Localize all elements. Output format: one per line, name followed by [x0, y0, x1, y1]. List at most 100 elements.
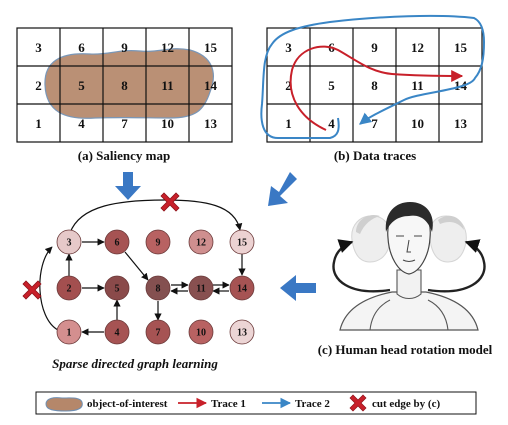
- saliency-cell-12: 12: [161, 40, 174, 55]
- legend-trace2-label: Trace 2: [295, 398, 330, 410]
- traces-cell-5: 5: [328, 78, 335, 93]
- cut-mark-top: [160, 192, 180, 212]
- rotation-arrow-left: [332, 239, 391, 293]
- graph-node-8: [145, 275, 171, 301]
- graph-node-label-14: 14: [237, 284, 247, 295]
- graph-node-label-15: 15: [237, 238, 247, 249]
- graph-node-1: [56, 319, 82, 345]
- legend-cut-icon: [349, 394, 367, 412]
- traces-cell-11: 11: [411, 78, 423, 93]
- traces-cell-12: 12: [411, 40, 424, 55]
- caption-b: (b) Data traces: [334, 148, 416, 163]
- saliency-cell-5: 5: [78, 78, 85, 93]
- graph-node-12: [188, 229, 214, 255]
- edge-6-8: [124, 251, 149, 281]
- tank-top: [369, 299, 449, 331]
- saliency-cell-2: 2: [35, 78, 42, 93]
- saliency-cell-7: 7: [121, 116, 128, 131]
- saliency-cell-13: 13: [204, 116, 218, 131]
- legend-cut-label: cut edge by (c): [372, 398, 440, 410]
- saliency-grid: [16, 27, 233, 143]
- saliency-cell-3: 3: [35, 40, 42, 55]
- graph-node-label-3: 3: [67, 238, 72, 249]
- traces-cell-15: 15: [454, 40, 468, 55]
- traces-cell-7: 7: [371, 116, 378, 131]
- saliency-cell-10: 10: [161, 116, 174, 131]
- traces-cell-8: 8: [371, 78, 378, 93]
- graph-node-10: [188, 319, 214, 345]
- graph-node-5: [104, 275, 130, 301]
- graph-node-2: [56, 275, 82, 301]
- graph-node-label-7: 7: [156, 328, 161, 339]
- graph-node-15: [229, 229, 255, 255]
- graph-node-7: [145, 319, 171, 345]
- graph-node-6: [104, 229, 130, 255]
- legend-box: [35, 391, 477, 415]
- graph-node-label-11: 11: [196, 284, 205, 295]
- trace-2-path: [260, 14, 486, 139]
- saliency-cell-14: 14: [204, 78, 218, 93]
- traces-cell-1: 1: [285, 116, 292, 131]
- edge-3-15: [69, 199, 243, 234]
- graph-node-label-12: 12: [196, 238, 206, 249]
- traces-cell-9: 9: [371, 40, 378, 55]
- legend-object-label: object-of-interest: [87, 398, 168, 410]
- saliency-cell-8: 8: [121, 78, 128, 93]
- flow-arrow-down: [115, 172, 141, 200]
- graph-node-label-1: 1: [67, 328, 72, 339]
- traces-cell-3: 3: [285, 40, 292, 55]
- graph-node-label-13: 13: [237, 328, 247, 339]
- saliency-cell-11: 11: [161, 78, 173, 93]
- object-of-interest-blob: [44, 48, 214, 119]
- legend-trace1-label: Trace 1: [211, 398, 246, 410]
- graph-node-label-8: 8: [156, 284, 161, 295]
- traces-cell-13: 13: [454, 116, 468, 131]
- saliency-cell-6: 6: [78, 40, 85, 55]
- head-rotation-illustration: (c) Human head rotation model: [318, 202, 493, 357]
- graph-node-label-5: 5: [115, 284, 120, 295]
- graph-node-9: [145, 229, 171, 255]
- traces-cell-4: 4: [328, 116, 335, 131]
- caption-a: (a) Saliency map: [78, 148, 170, 163]
- legend: object-of-interest Trace 1 Trace 2 cut e…: [35, 391, 477, 415]
- legend-object-swatch: [45, 397, 83, 412]
- trace-1-path: [289, 45, 464, 131]
- graph-caption: Sparse directed graph learning: [52, 356, 218, 371]
- graph-node-4: [104, 319, 130, 345]
- graph-node-14: [229, 275, 255, 301]
- graph-node-3: [56, 229, 82, 255]
- flow-arrow-diagonal: [268, 172, 297, 206]
- graph-node-label-9: 9: [156, 238, 161, 249]
- cut-mark-left: [22, 280, 42, 300]
- torso: [339, 291, 479, 331]
- hair: [385, 202, 433, 232]
- graph-node-11: [188, 275, 214, 301]
- traces-cell-2: 2: [285, 78, 292, 93]
- saliency-cell-1: 1: [35, 116, 42, 131]
- graph-node-13: [229, 319, 255, 345]
- edge-1-3: [39, 246, 59, 331]
- saliency-cell-9: 9: [121, 40, 128, 55]
- graph-node-label-2: 2: [67, 284, 72, 295]
- ghost-head-right: [429, 215, 467, 263]
- graph-node-label-10: 10: [196, 328, 206, 339]
- traces-grid: [266, 27, 483, 143]
- saliency-cell-4: 4: [78, 116, 85, 131]
- rotation-arrow-right: [427, 239, 486, 293]
- flow-arrow-left: [280, 275, 316, 301]
- caption-c: (c) Human head rotation model: [318, 342, 493, 357]
- ghost-head-left: [351, 214, 391, 263]
- neck: [396, 269, 422, 300]
- graph-node-label-4: 4: [115, 328, 120, 339]
- facial-features: [396, 235, 422, 262]
- saliency-cell-15: 15: [204, 40, 218, 55]
- graph-edges: [39, 199, 246, 336]
- graph-node-label-6: 6: [115, 238, 120, 249]
